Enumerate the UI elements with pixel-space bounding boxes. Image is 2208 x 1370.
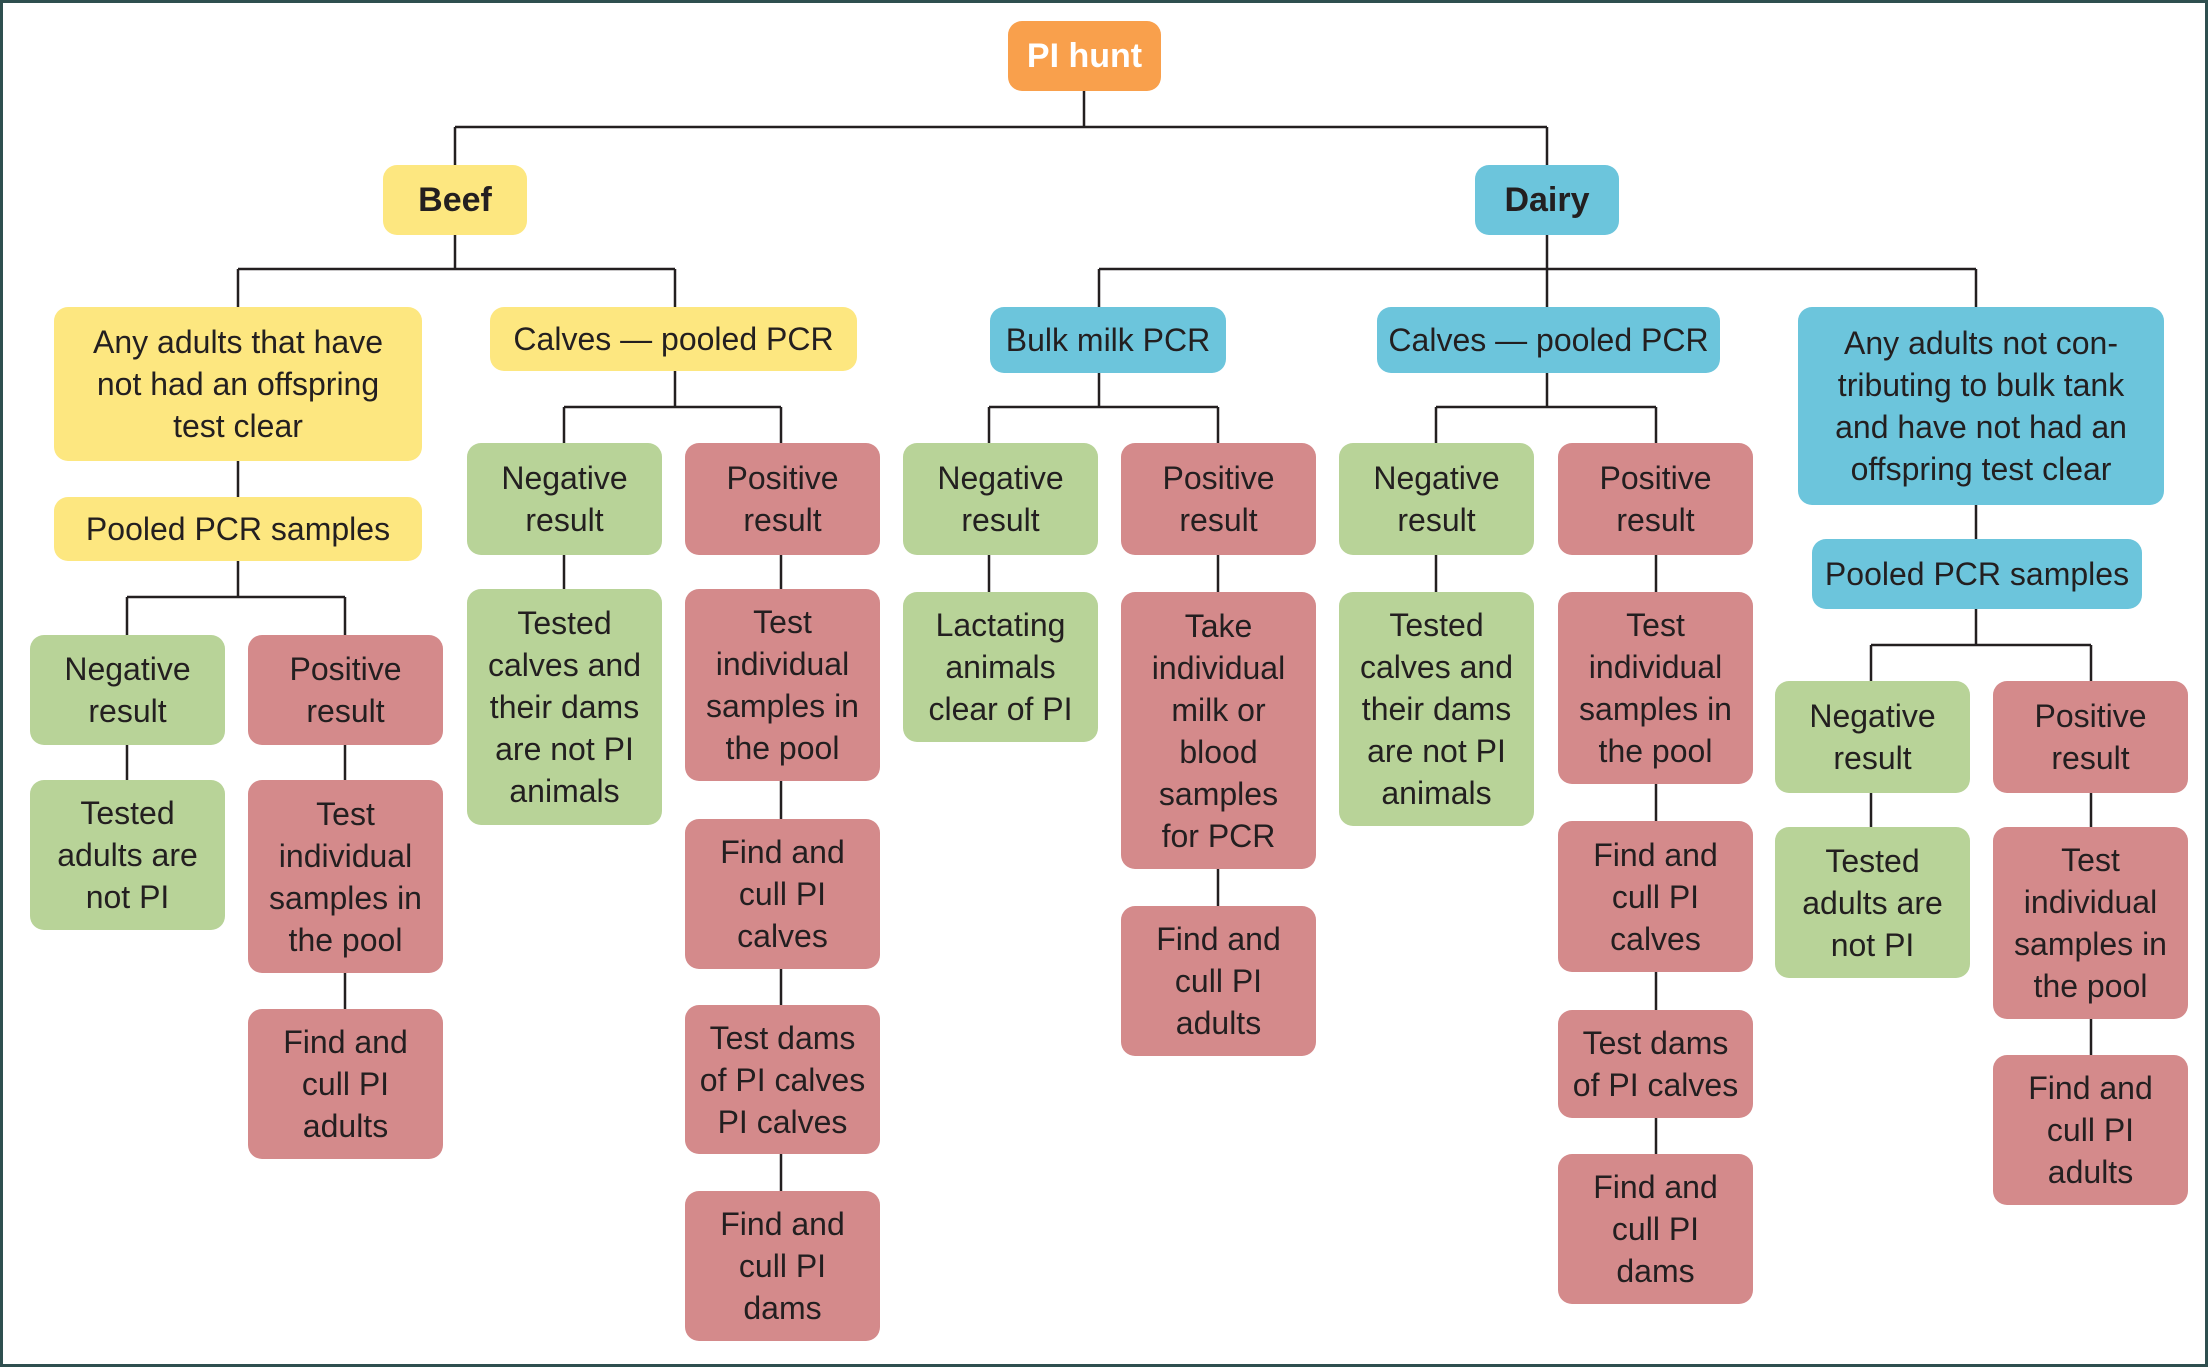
dairy-calves-not-pi-outcome: Tested calves and their dams are not PI … [1339, 592, 1534, 826]
dairy-adults-test-individual: Test individual samples in the pool [1993, 827, 2188, 1019]
beef-adults-test-individual: Test individual samples in the pool [248, 780, 443, 973]
beef-calves-pooled-pcr-node: Calves — pooled PCR [490, 307, 857, 371]
dairy-adults-node: Any adults not con- tributing to bulk ta… [1798, 307, 2164, 505]
dairy-bulk-clear-outcome: Lactating animals clear of PI [903, 592, 1098, 742]
beef-node: Beef [383, 165, 527, 235]
dairy-adults-positive-result: Positive result [1993, 681, 2188, 793]
dairy-calves-cull-pi-calves: Find and cull PI calves [1558, 821, 1753, 972]
beef-calves-test-dams: Test dams of PI calves PI calves [685, 1005, 880, 1154]
dairy-calves-test-individual: Test individual samples in the pool [1558, 592, 1753, 784]
dairy-bulk-milk-pcr-node: Bulk milk PCR [990, 307, 1226, 373]
dairy-adults-cull-pi-adults: Find and cull PI adults [1993, 1055, 2188, 1205]
beef-calves-not-pi-outcome: Tested calves and their dams are not PI … [467, 589, 662, 825]
dairy-adults-pooled-pcr-node: Pooled PCR samples [1812, 539, 2142, 609]
dairy-calves-pooled-pcr-node: Calves — pooled PCR [1377, 307, 1720, 373]
dairy-adults-negative-result: Negative result [1775, 681, 1970, 793]
beef-calves-cull-pi-dams: Find and cull PI dams [685, 1191, 880, 1341]
dairy-calves-cull-pi-dams: Find and cull PI dams [1558, 1154, 1753, 1304]
connector-lines [125, 91, 2093, 1191]
dairy-bulk-negative-result: Negative result [903, 443, 1098, 555]
dairy-adults-not-pi-outcome: Tested adults are not PI [1775, 827, 1970, 978]
dairy-bulk-cull-pi-adults: Find and cull PI adults [1121, 906, 1316, 1056]
beef-adults-cull-pi-adults: Find and cull PI adults [248, 1009, 443, 1159]
dairy-calves-positive-result: Positive result [1558, 443, 1753, 555]
beef-adults-negative-result: Negative result [30, 635, 225, 745]
beef-calves-positive-result: Positive result [685, 443, 880, 555]
dairy-bulk-take-samples: Take individual milk or blood samples fo… [1121, 592, 1316, 869]
beef-calves-test-individual: Test individual samples in the pool [685, 589, 880, 781]
dairy-bulk-positive-result: Positive result [1121, 443, 1316, 555]
beef-adults-positive-result: Positive result [248, 635, 443, 745]
dairy-node: Dairy [1475, 165, 1619, 235]
beef-adults-not-pi-outcome: Tested adults are not PI [30, 780, 225, 930]
beef-adults-node: Any adults that have not had an offsprin… [54, 307, 422, 461]
dairy-calves-negative-result: Negative result [1339, 443, 1534, 555]
beef-calves-cull-pi-calves: Find and cull PI calves [685, 819, 880, 969]
beef-calves-negative-result: Negative result [467, 443, 662, 555]
root-node-pi-hunt: PI hunt [1008, 21, 1161, 91]
beef-adults-pooled-pcr-node: Pooled PCR samples [54, 497, 422, 561]
dairy-calves-test-dams: Test dams of PI calves [1558, 1010, 1753, 1118]
